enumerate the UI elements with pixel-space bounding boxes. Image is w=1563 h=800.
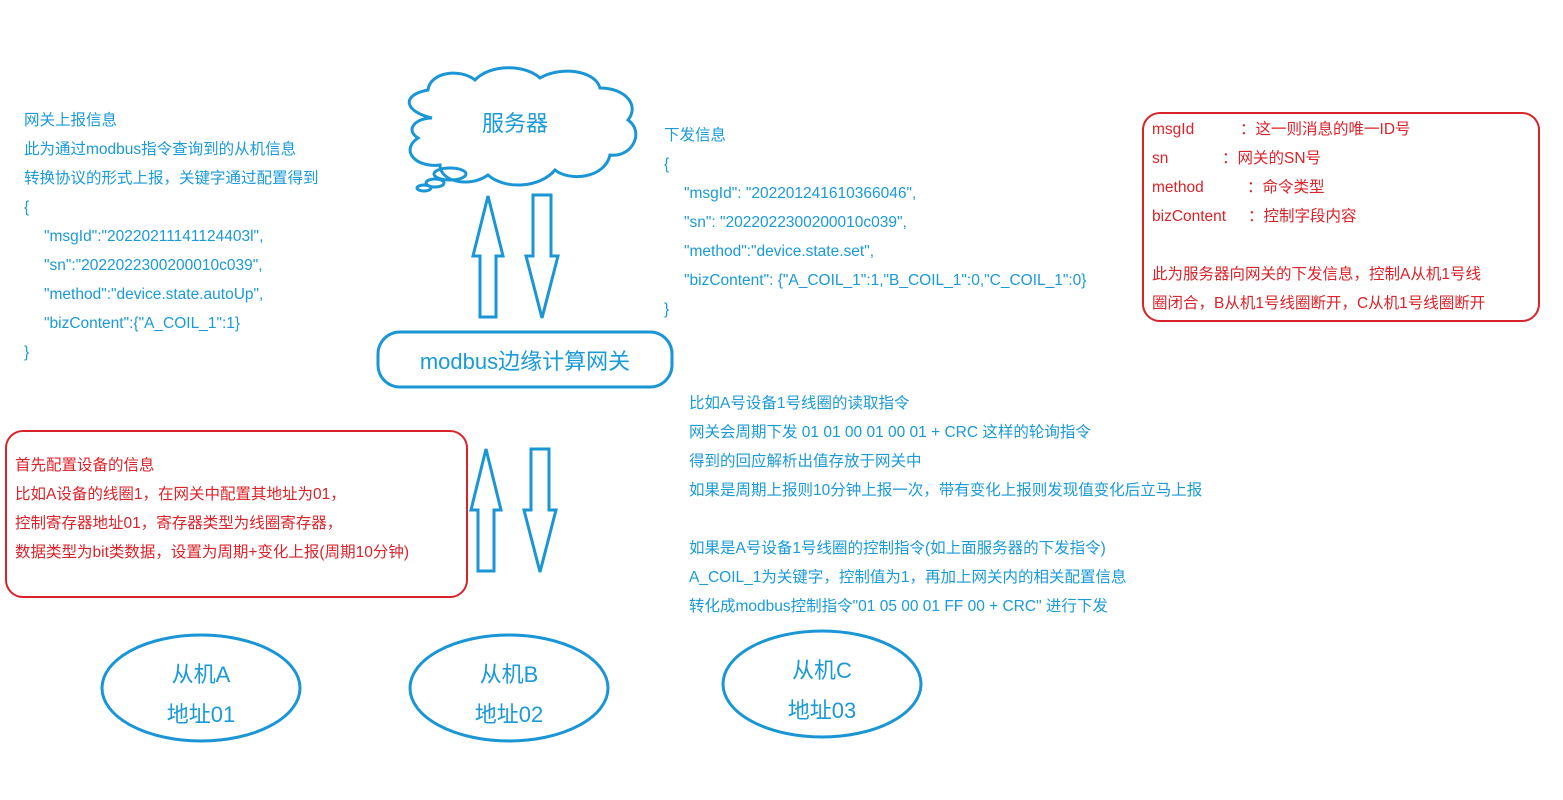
downlink-info: 下发信息 { "msgId": "202201241610366046", "s…: [664, 121, 1086, 324]
arrow-up-icon: [469, 448, 503, 573]
legend-row: method ：命令类型: [1152, 173, 1485, 202]
legend-desc: 这一则消息的唯一ID号: [1255, 121, 1411, 138]
legend-desc: 命令类型: [1262, 179, 1325, 196]
gateway-shape: [376, 330, 674, 389]
json-line: "bizContent":{"A_COIL_1":1}: [44, 315, 241, 332]
legend-key: msgId: [1152, 121, 1195, 138]
legend-sep: ：: [1248, 208, 1264, 225]
read-line: 如果是周期上报则10分钟上报一次，带有变化上报则发现值变化后立马上报: [689, 482, 1203, 499]
downlink-title: 下发信息: [664, 127, 727, 144]
slave-c-shape: [721, 629, 923, 739]
json-open: {: [24, 199, 30, 216]
control-line: A_COIL_1为关键字，控制值为1，再加上网关内的相关配置信息: [689, 569, 1127, 586]
legend-key: sn: [1152, 150, 1169, 167]
slave-name: 从机C: [792, 658, 852, 683]
legend-row: bizContent ：控制字段内容: [1152, 202, 1485, 231]
json-close: }: [24, 344, 30, 361]
legend-desc: 控制字段内容: [1263, 208, 1357, 225]
json-line: "msgId":"20220211141124403l",: [44, 228, 264, 245]
gateway-label: modbus边缘计算网关: [419, 349, 631, 374]
json-close: }: [664, 301, 670, 318]
upload-title: 网关上报信息: [24, 112, 118, 129]
slave-a-shape: [100, 633, 302, 743]
slave-address: 地址02: [474, 702, 544, 727]
legend-spacer: [1152, 231, 1485, 260]
slave-address: 地址03: [787, 698, 857, 723]
slave-b: 从机B 地址02: [410, 655, 608, 735]
json-line: "sn": "2022022300200010c039",: [684, 214, 907, 231]
config-line: 数据类型为bit类数据，设置为周期+变化上报(周期10分钟): [15, 544, 409, 561]
legend-row: sn ：网关的SN号: [1152, 144, 1485, 173]
read-line: 网关会周期下发 01 01 00 01 00 01 + CRC 这样的轮询指令: [689, 424, 1091, 441]
read-line: 得到的回应解析出值存放于网关中: [689, 453, 922, 470]
slave-b-shape: [408, 633, 610, 743]
upload-text: 转换协议的形式上报，关键字通过配置得到: [24, 170, 319, 187]
json-line: "sn":"2022022300200010c039",: [44, 257, 263, 274]
legend-note: 圈闭合，B从机1号线圈断开，C从机1号线圈断开: [1152, 295, 1486, 312]
slave-name: 从机A: [171, 662, 231, 687]
server-label: 服务器: [481, 111, 548, 136]
legend-row: msgId ：这一则消息的唯一ID号: [1152, 115, 1485, 144]
json-line: "method":"device.state.set",: [684, 243, 875, 260]
control-line: 转化成modbus控制指令"01 05 00 01 FF 00 + CRC" 进…: [689, 598, 1108, 615]
arrow-down-icon: [524, 193, 560, 319]
legend-text: msgId：这一则消息的唯一ID号 sn：网关的SN号 method：命令类型 …: [1152, 115, 1485, 318]
read-line: 比如A号设备1号线圈的读取指令: [689, 395, 910, 412]
legend-desc: 网关的SN号: [1237, 150, 1322, 167]
upload-info: 网关上报信息 此为通过modbus指令查询到的从机信息 转换协议的形式上报，关键…: [24, 106, 319, 367]
slave-a: 从机A 地址01: [102, 655, 300, 735]
slave-address: 地址01: [166, 702, 236, 727]
cloud-icon: [407, 66, 638, 193]
explain-text: 比如A号设备1号线圈的读取指令 网关会周期下发 01 01 00 01 00 0…: [689, 389, 1202, 621]
legend-box: [1142, 112, 1540, 322]
config-line: 控制寄存器地址01，寄存器类型为线圈寄存器，: [15, 515, 343, 532]
config-line: 比如A设备的线圈1，在网关中配置其地址为01，: [15, 486, 346, 503]
legend-key: method: [1152, 179, 1204, 196]
legend-sep: ：: [1222, 150, 1238, 167]
json-line: "msgId": "202201241610366046",: [684, 185, 917, 202]
legend-note: 此为服务器向网关的下发信息，控制A从机1号线: [1152, 266, 1481, 283]
legend-key: bizContent: [1152, 208, 1227, 225]
legend-sep: ：: [1247, 179, 1263, 196]
upload-text: 此为通过modbus指令查询到的从机信息: [24, 141, 297, 158]
json-line: "bizContent": {"A_COIL_1":1,"B_COIL_1":0…: [684, 272, 1087, 289]
json-open: {: [664, 156, 670, 173]
slave-name: 从机B: [479, 662, 539, 687]
slave-c: 从机C 地址03: [723, 651, 921, 731]
explain-spacer: [689, 505, 1202, 534]
legend-sep: ：: [1240, 121, 1256, 138]
arrow-up-icon: [471, 195, 505, 319]
arrow-down-icon: [522, 447, 558, 573]
json-line: "method":"device.state.autoUp",: [44, 286, 264, 303]
config-box: [5, 430, 468, 598]
control-line: 如果是A号设备1号线圈的控制指令(如上面服务器的下发指令): [689, 540, 1106, 557]
config-text: 首先配置设备的信息 比如A设备的线圈1，在网关中配置其地址为01， 控制寄存器地…: [15, 451, 409, 567]
config-line: 首先配置设备的信息: [15, 457, 155, 474]
